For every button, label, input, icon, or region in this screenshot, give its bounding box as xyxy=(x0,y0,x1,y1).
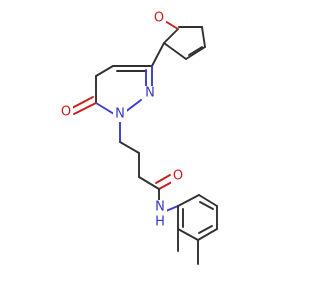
bond xyxy=(165,205,179,212)
dimethylphenyl-ring xyxy=(177,194,218,265)
bond xyxy=(199,201,214,210)
bond xyxy=(71,96,94,109)
bond xyxy=(177,194,200,207)
label-backdrop xyxy=(113,107,127,122)
keto-oxygen-label: O xyxy=(61,105,71,120)
bond xyxy=(151,42,165,67)
amide-hydrogen-label: H xyxy=(155,215,165,230)
butanamide-chain xyxy=(119,121,179,212)
label-backdrop xyxy=(153,200,167,215)
label-backdrop xyxy=(171,169,185,184)
ring-nitrogen-label: N xyxy=(145,86,155,101)
bond xyxy=(185,46,206,60)
bond xyxy=(198,225,213,234)
bond xyxy=(163,42,187,60)
atom-labels: O N N O O N H xyxy=(59,11,185,230)
bond xyxy=(177,228,199,241)
bond xyxy=(201,26,206,48)
amide-nitrogen-label: N xyxy=(155,200,165,215)
ring-nitrogen-label: N xyxy=(115,107,125,122)
furan-oxygen-label: O xyxy=(154,11,164,26)
bond xyxy=(158,181,173,190)
bond xyxy=(155,174,171,184)
label-backdrop xyxy=(59,105,73,120)
bond xyxy=(138,176,160,190)
bond xyxy=(198,194,218,207)
bond xyxy=(95,65,114,77)
bond xyxy=(95,102,115,115)
label-backdrop xyxy=(143,86,157,101)
bond xyxy=(188,46,203,56)
bond xyxy=(73,102,97,115)
label-backdrop xyxy=(152,11,166,26)
furan-ring xyxy=(159,17,206,60)
pyridazinone-ring xyxy=(71,42,165,115)
label-backdrop xyxy=(153,215,167,230)
amide-oxygen-label: O xyxy=(173,169,183,184)
bond xyxy=(197,228,218,241)
bond xyxy=(124,99,142,113)
structure-diagram: O N N O O N H xyxy=(59,11,218,265)
bond xyxy=(163,28,179,44)
bond xyxy=(119,141,140,154)
